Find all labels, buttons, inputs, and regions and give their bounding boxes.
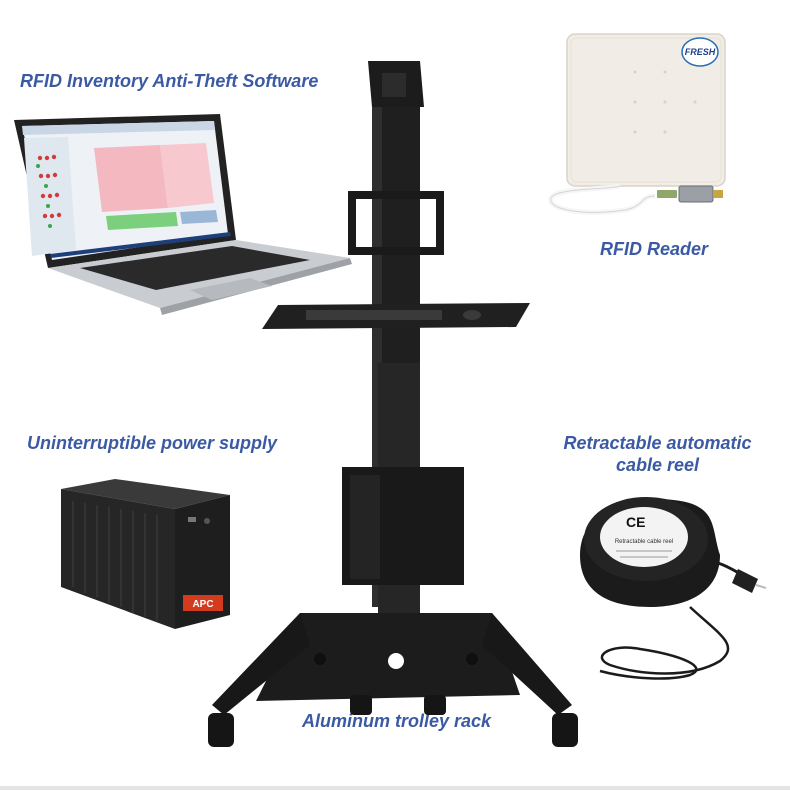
ups-side	[61, 489, 175, 629]
reel-caption: Retractable cable reel	[615, 539, 673, 545]
trolley-handle	[348, 191, 444, 255]
trolley-base	[256, 613, 520, 701]
ups-image: APC	[61, 479, 230, 629]
cable-reel-label: Retractable automatic cable reel	[555, 432, 760, 476]
laptop-keyboard	[80, 246, 310, 290]
reel-sticker	[600, 507, 688, 567]
power-cord	[599, 606, 730, 680]
rfid-reader-label: RFID Reader	[600, 239, 709, 259]
power-button	[204, 518, 210, 524]
laptop-touchpad	[190, 278, 272, 300]
ups-brand-badge	[183, 595, 223, 611]
ups-top	[61, 479, 230, 509]
power-plug	[732, 569, 758, 593]
reader-connector	[678, 185, 714, 203]
caster-wheel	[350, 695, 372, 715]
mouse	[463, 310, 481, 320]
caster-wheel	[424, 695, 446, 715]
cable-reel-label-line2: cable reel	[615, 455, 700, 475]
fresh-logo-icon	[681, 37, 719, 67]
caster-wheel	[552, 713, 578, 747]
rfid-reader-image: FRESH	[548, 33, 726, 215]
rfid-software-label: RFID Inventory Anti-Theft Software	[20, 71, 319, 91]
reader-panel	[566, 33, 726, 187]
trolley-rack-label: Aluminum trolley rack	[302, 711, 492, 731]
cable-reel-image: CE Retractable cable reel	[580, 497, 767, 680]
ce-mark: CE	[626, 514, 645, 530]
keyboard	[306, 310, 442, 320]
ups-brand-text: APC	[192, 599, 213, 610]
ups-label: Uninterruptible power supply	[27, 433, 278, 453]
caster-wheel	[208, 713, 234, 747]
trolley-rack-image	[208, 61, 578, 747]
fresh-logo-text: FRESH	[685, 47, 716, 57]
cable-reel-label-line1: Retractable automatic	[563, 433, 752, 453]
laptop-image	[14, 114, 352, 315]
bottom-divider	[0, 786, 790, 790]
